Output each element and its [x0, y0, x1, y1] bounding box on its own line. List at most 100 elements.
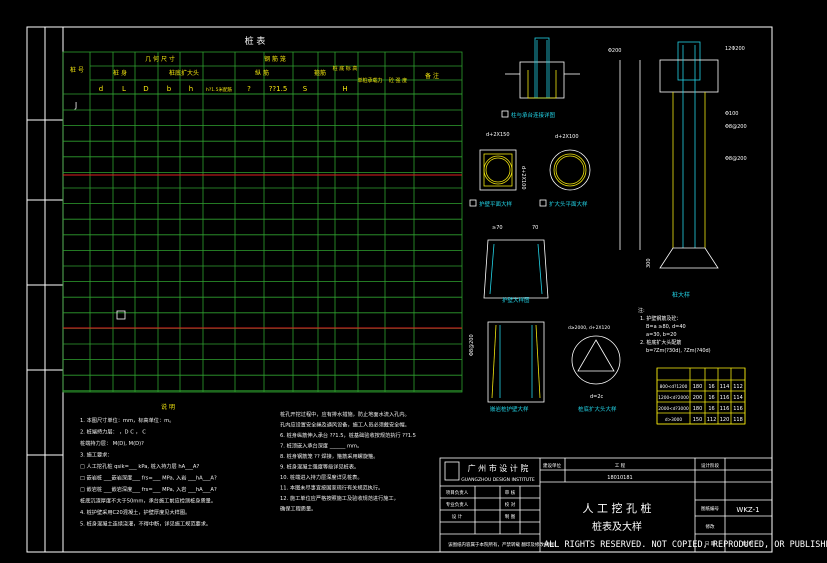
detail-drawings: 柱与承台连接详图 d+2X150 d+2X100 护壁平面大样 d+2X100 …	[469, 37, 747, 425]
header-bell: 桩底扩大头	[169, 69, 199, 77]
header-reinf: 钢 筋 笼	[264, 55, 286, 63]
small-table-cell: 114	[720, 384, 730, 390]
note-line: 4. 桩护壁采用C20混凝土，护壁厚度见大样图。	[80, 508, 190, 516]
pile-table-title: 桩 表	[245, 35, 266, 47]
header-long: 纵 筋	[255, 69, 269, 77]
header-stir: 箍筋	[314, 69, 326, 77]
dim-d2a: d+2X150	[486, 132, 510, 138]
legend-box-2	[469, 199, 477, 207]
col-no-header: 桩 号	[70, 66, 84, 74]
small-table-cell: 800<d?1200	[660, 384, 688, 390]
detail-4-label: 护壁大样图	[502, 296, 530, 304]
note-line-right: 9. 桩身混凝土强度等级详见桩表。	[280, 463, 359, 471]
column-label: d	[99, 85, 103, 93]
small-table-cell: 116	[733, 406, 743, 412]
small-table-cell: 1200<d?2000	[658, 395, 689, 401]
tb-r3a: 设 计	[452, 513, 463, 520]
detail-6-label: 嵌岩桩护壁大样	[490, 405, 529, 413]
note-line: 桩底沉渣厚度不大于50mm，承台施工前应检测桩身质量。	[80, 497, 216, 505]
small-table-cell: 114	[733, 395, 743, 401]
detail-rock-wall: Φ8@200 嵌岩桩护壁大样	[469, 321, 545, 413]
note-line: 2. 桩端持力层： ，D C ， C	[80, 428, 146, 436]
detail-5-label: 桩大样	[672, 291, 690, 299]
small-table-cell: d>3000	[665, 417, 683, 423]
note-c: B=a ≥80, d=40	[646, 324, 686, 330]
column-label: S	[303, 85, 308, 93]
header-concrete: 砼 强 度	[389, 77, 407, 84]
note-line-right: 6. 桩身纵筋伸入承台 ??1.5，桩基础验收按规范执行 ??1.5	[280, 431, 416, 439]
small-table-cell: 118	[733, 417, 743, 423]
note-line: □ 人工挖孔桩 qsik=___ kPa, 桩入持力层 hA___A?	[80, 462, 199, 470]
copyright-notice: ALL RIGHTS RESERVED. NOT COPIED, REPRODU…	[544, 540, 827, 550]
detail-wall: ≥70 70 护壁大样图	[483, 225, 549, 304]
detail-1-label: 柱与承台连接详图	[511, 111, 556, 119]
design-notes: 说 明 1. 本图尺寸单位：mm，标高单位：m。2. 桩端持力层： ，D C ，…	[80, 403, 416, 528]
first-row-number: J	[74, 101, 77, 110]
column-label: ?	[247, 85, 251, 93]
company-en: GUANGZHOU DESIGN INSTITUTE	[461, 477, 535, 483]
note-e: 2. 桩底扩大头配筋	[640, 339, 681, 346]
tb-hdr-b: 工 程	[615, 462, 626, 469]
tb-foot-a: 日 期	[705, 541, 716, 547]
header-remark: 备 注	[425, 72, 439, 80]
dim-300: 300	[646, 258, 652, 268]
column-label: b	[167, 85, 172, 93]
table-border	[62, 51, 463, 393]
note-b: 1. 护壁钢筋及砼：	[640, 315, 681, 322]
detail-3-label: 扩大头平面大样	[549, 200, 588, 208]
small-table-cell: 180	[693, 406, 703, 412]
note-line: 桩端持力层： M(D), M(D)?	[80, 439, 144, 447]
header-geom: 几 何 尺 寸	[145, 55, 175, 63]
detail-2-label: 护壁平面大样	[479, 200, 513, 208]
dim-p1: ≥70	[492, 225, 503, 231]
dim-12200: 12Φ200	[725, 46, 745, 52]
note-line-right: 确保工程质量。	[280, 505, 316, 513]
small-table-cell: 150	[693, 417, 703, 423]
small-table-cell: 116	[720, 395, 730, 401]
detail-notes: 注: 1. 护壁钢筋及砼： B=a ≥80, d=40 a=30, b=20 2…	[638, 307, 711, 354]
tb-rev: 修改	[706, 523, 715, 530]
selection-cursor[interactable]	[116, 310, 126, 320]
note-line-right: 12. 施工单位应严格按照施工及验收规范进行施工，	[280, 494, 399, 502]
small-table-cell: 112	[733, 384, 743, 390]
drawing-title-1: 人 工 挖 孔 桩	[583, 501, 652, 515]
detail-pile-section: Φ200 12Φ200 Φ100 Φ8@200 Φ8@200 300 桩大样	[608, 41, 747, 299]
drawing-code: WKZ-1	[736, 506, 759, 514]
small-table-cell: 180	[693, 384, 703, 390]
tb-foot-b: 比 例	[743, 540, 754, 547]
detail-square-plan: d+2X150 d+2X100 护壁平面大样	[469, 132, 526, 208]
small-table-cell: 16	[708, 406, 714, 412]
legend-box-1	[501, 110, 509, 118]
small-table-cell: 120	[720, 417, 730, 423]
column-label: D	[143, 85, 148, 93]
note-line-right: 11. 本图未尽事宜按国家现行有关规范执行。	[280, 484, 383, 492]
column-label: L	[122, 85, 126, 93]
small-table-cell: 16	[708, 395, 714, 401]
note-line-right: 孔内应设置安全绳及通风设备，施工人员必须戴安全帽。	[280, 421, 410, 429]
note-line: 1. 本图尺寸单位：mm，标高单位：m。	[80, 416, 174, 424]
tb-hdr-a: 建设单位	[543, 462, 561, 469]
note-f: b=?Zm(?30d), ?Zm(?40d)	[646, 348, 711, 354]
detail-7-label: 桩底扩大头大样	[578, 405, 617, 413]
dim-sp3: Φ8@200	[725, 156, 747, 162]
tb-r3b: 制 图	[505, 513, 516, 520]
tb-sheet: 图纸编号	[701, 505, 719, 512]
dim-sp1: Φ8@200	[469, 334, 475, 356]
tb-date-no: 18010181	[607, 475, 632, 481]
small-table-cell: 2000<d?3000	[658, 406, 689, 412]
note-line-right: 7. 桩顶嵌入承台深度 ______ mm。	[280, 442, 362, 450]
small-table-cell: 16	[708, 384, 714, 390]
dim-big: d≥2000, d+2X120	[568, 325, 610, 331]
tb-r2b: 校 对	[505, 501, 516, 508]
note-line: 5. 桩身混凝土连续浇灌，不得中断，详见施工规范要求。	[80, 520, 211, 528]
small-table-cell: 112	[707, 417, 717, 423]
company-logo	[444, 461, 460, 481]
tb-phase: 设计阶段	[701, 462, 719, 469]
note-line: □ 嵌岩桩 ___嵌岩深度___ frs=___ MPa, 入岩 ___hA__…	[80, 474, 217, 482]
detail-circle-plan: d+2X100 扩大头平面大样	[539, 134, 591, 208]
pile-table: 桩 表 桩 号 几 何 尺 寸 钢 筋 笼 桩 底 标 高 单桩承载力 砼 强 …	[62, 35, 463, 393]
column-label: h?1.5米配筋	[206, 86, 232, 93]
detail-bell-plan: d≥2000, d+2X120 d=2c 桩底扩大头大样	[568, 325, 621, 413]
note-a: 注:	[638, 307, 645, 314]
